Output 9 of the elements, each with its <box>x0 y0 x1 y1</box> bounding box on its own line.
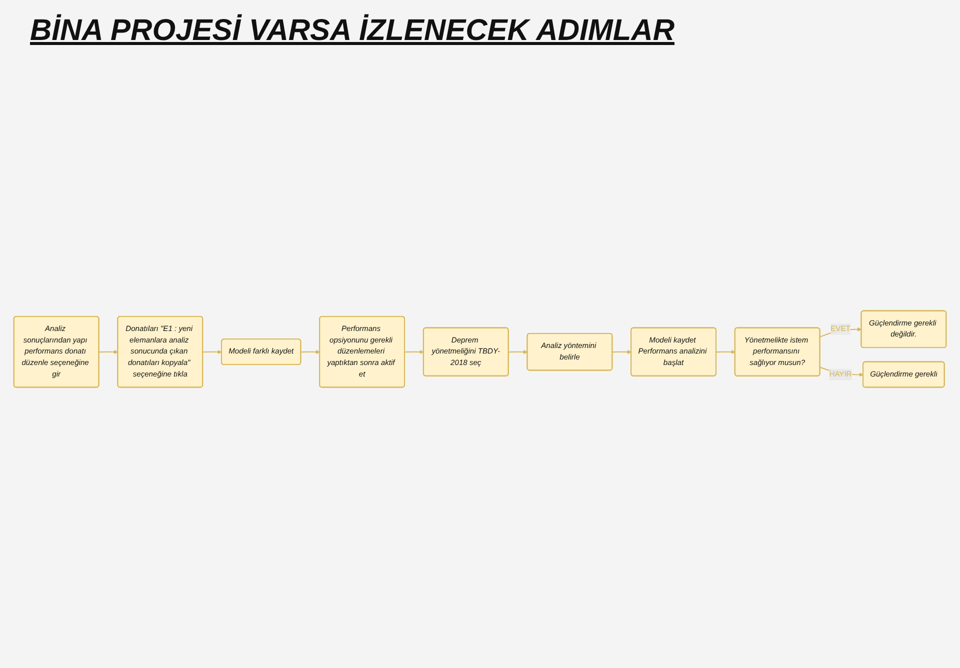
arrow <box>508 350 528 354</box>
arrow <box>404 350 424 354</box>
arrow <box>300 350 320 354</box>
arrow <box>716 350 736 354</box>
diagram-title: BİNA PROJESİ VARSA İZLENECEK ADIMLAR <box>30 14 676 48</box>
arrow <box>820 327 862 338</box>
arrow <box>612 350 632 354</box>
arrow <box>202 350 222 354</box>
arrow <box>98 350 118 354</box>
